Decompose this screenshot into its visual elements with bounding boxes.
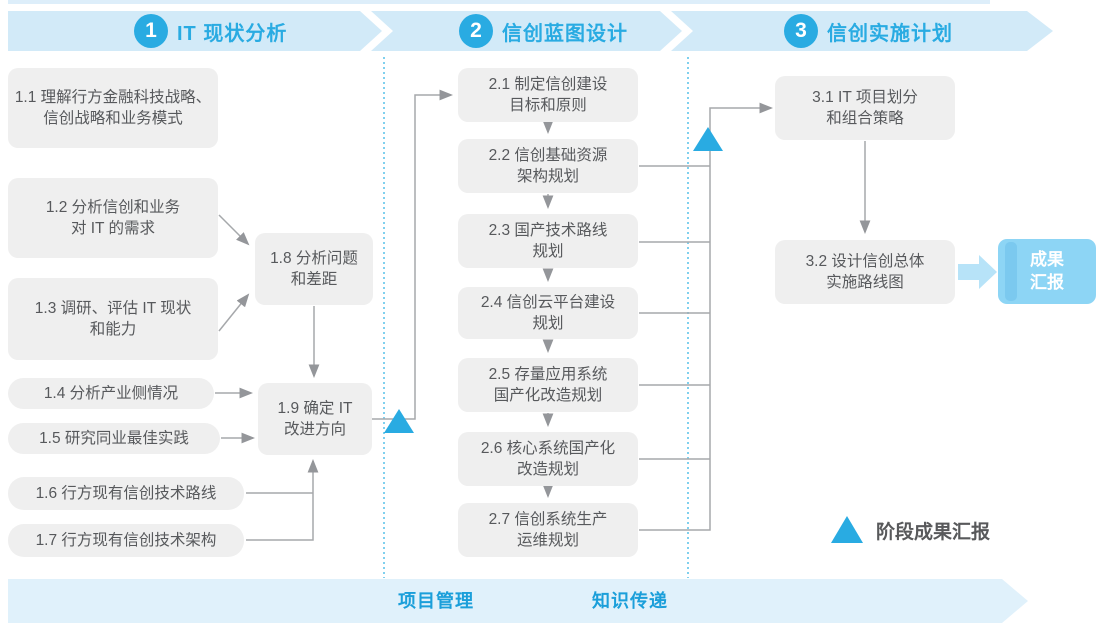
phase-header-ribbon (8, 11, 1053, 51)
step-box-1-7: 1.7 行方现有信创技术架构 (8, 524, 244, 557)
step-box-1-2: 1.2 分析信创和业务对 IT 的需求 (8, 178, 218, 258)
step-box-1-6: 1.6 行方现有信创技术路线 (8, 477, 244, 510)
phase-header-3: 3 信创实施计划 (784, 13, 953, 49)
step-box-2-4: 2.4 信创云平台建设规划 (458, 287, 638, 339)
footer-label-knowledge-transfer: 知识传递 (592, 591, 668, 611)
legend-label: 阶段成果汇报 (876, 522, 991, 543)
step-box-2-6: 2.6 核心系统国产化改造规划 (458, 432, 638, 486)
phase-number-badge-3: 3 (784, 14, 818, 48)
footer-label-project-management: 项目管理 (398, 591, 474, 611)
step-box-3-1: 3.1 IT 项目划分和组合策略 (775, 76, 955, 140)
step-box-2-2: 2.2 信创基础资源架构规划 (458, 139, 638, 193)
milestone-triangle-phase2 (693, 127, 723, 151)
top-border-strip (8, 0, 990, 4)
step-box-1-8: 1.8 分析问题和差距 (255, 233, 373, 305)
milestone-triangle-phase1 (384, 409, 414, 433)
step-box-2-7: 2.7 信创系统生产运维规划 (458, 503, 638, 557)
phase-header-1: 1 IT 现状分析 (134, 13, 287, 49)
step-box-2-5: 2.5 存量应用系统国产化改造规划 (458, 358, 638, 412)
step-box-1-3: 1.3 调研、评估 IT 现状和能力 (8, 278, 218, 360)
step-box-1-5: 1.5 研究同业最佳实践 (8, 423, 220, 454)
phase-title-2: 信创蓝图设计 (502, 22, 628, 45)
step-box-2-3: 2.3 国产技术路线规划 (458, 214, 638, 268)
phase-number-badge-2: 2 (459, 14, 493, 48)
step-box-1-1: 1.1 理解行方金融科技战略、信创战略和业务模式 (8, 68, 218, 148)
legend-triangle-icon (831, 516, 863, 543)
step-box-3-2: 3.2 设计信创总体实施路线图 (775, 240, 955, 304)
phase-title-3: 信创实施计划 (827, 22, 953, 45)
phase-header-2: 2 信创蓝图设计 (459, 13, 628, 49)
step-box-2-1: 2.1 制定信创建设目标和原则 (458, 68, 638, 122)
result-arrow (958, 255, 997, 289)
phase-title-1: IT 现状分析 (177, 22, 288, 45)
phase-number-badge-1: 1 (134, 14, 168, 48)
footer-ribbon (8, 579, 1028, 623)
step-box-1-4: 1.4 分析产业侧情况 (8, 378, 214, 409)
result-report-box: 成果汇报 (998, 239, 1096, 304)
